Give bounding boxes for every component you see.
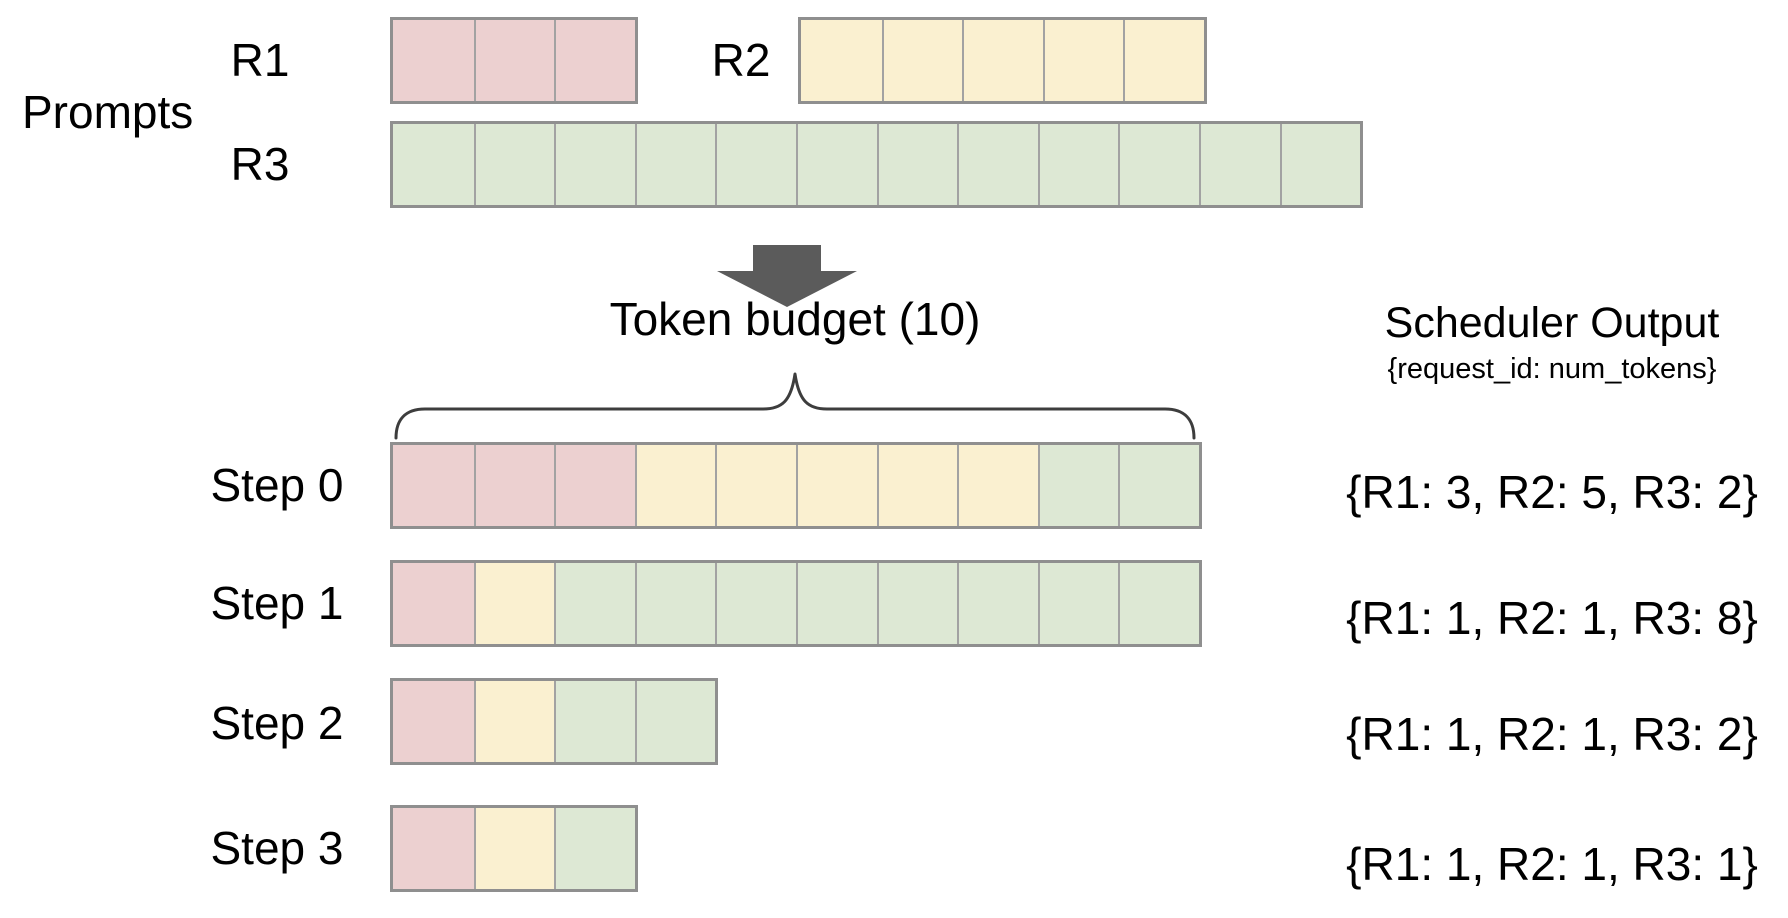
token-cell-r3	[634, 563, 716, 644]
token-cell-r2	[473, 681, 555, 762]
scheduler-output-line-3: {R1: 1, R2: 1, R3: 1}	[1346, 838, 1758, 890]
token-cell-r3	[795, 124, 877, 205]
token-budget-brace	[394, 372, 1196, 440]
token-cell-r1	[393, 563, 474, 644]
token-cell-r3	[876, 563, 958, 644]
token-cell-r1	[473, 445, 555, 526]
token-cell-r3	[1118, 124, 1199, 205]
token-cell-r3	[473, 124, 555, 205]
token-cell-r3	[393, 124, 474, 205]
token-cell-r2	[795, 445, 877, 526]
token-cell-r3	[715, 563, 796, 644]
token-cell-r1	[554, 445, 635, 526]
token-cell-r3	[1037, 445, 1119, 526]
step-0-label: Step 0	[210, 459, 344, 511]
scheduler-output-line-2: {R1: 1, R2: 1, R3: 2}	[1346, 708, 1758, 760]
token-cell-r3	[634, 124, 716, 205]
token-cell-r2	[473, 563, 555, 644]
step-1-label: Step 1	[210, 577, 344, 629]
token-cell-r3	[554, 681, 635, 762]
token-cell-r3	[795, 563, 877, 644]
token-cell-r2	[473, 808, 555, 889]
token-cell-r3	[554, 563, 635, 644]
token-cell-r2	[876, 445, 958, 526]
step-2-row	[390, 678, 719, 765]
token-cell-r1	[393, 681, 474, 762]
token-cell-r1	[393, 445, 474, 526]
token-cell-r1	[393, 20, 474, 101]
scheduler-output-title: Scheduler Output	[1384, 299, 1720, 347]
token-cell-r3	[957, 563, 1038, 644]
token-cell-r3	[1118, 563, 1199, 644]
step-3-row	[390, 805, 638, 892]
token-cell-r3	[1037, 124, 1119, 205]
step-0-row	[390, 442, 1202, 529]
token-cell-r3	[1118, 445, 1199, 526]
token-cell-r3	[1279, 124, 1361, 205]
scheduler-output-line-0: {R1: 3, R2: 5, R3: 2}	[1346, 466, 1758, 518]
token-budget-label: Token budget (10)	[609, 293, 981, 345]
step-2-label: Step 2	[210, 697, 344, 749]
token-cell-r2	[962, 20, 1043, 101]
prompt-row-r1	[390, 17, 638, 104]
token-cell-r2	[634, 445, 716, 526]
step-3-label: Step 3	[210, 822, 344, 874]
down-arrow-icon	[717, 245, 857, 307]
token-cell-r3	[634, 681, 716, 762]
scheduler-output-subtitle: {request_id: num_tokens}	[1387, 353, 1717, 385]
token-cell-r3	[715, 124, 796, 205]
token-cell-r3	[1198, 124, 1280, 205]
prompts-label: Prompts	[22, 86, 194, 138]
token-cell-r1	[393, 808, 474, 889]
prompt-row-r3	[390, 121, 1364, 208]
token-cell-r3	[554, 124, 635, 205]
token-cell-r1	[554, 20, 635, 101]
token-cell-r2	[957, 445, 1038, 526]
token-cell-r1	[473, 20, 555, 101]
token-cell-r3	[876, 124, 958, 205]
prompt-r1-label: R1	[230, 34, 290, 86]
token-cell-r3	[554, 808, 635, 889]
token-cell-r2	[715, 445, 796, 526]
token-cell-r2	[1042, 20, 1124, 101]
token-cell-r3	[1037, 563, 1119, 644]
token-cell-r2	[1123, 20, 1204, 101]
prompt-r3-label: R3	[230, 138, 290, 190]
step-1-row	[390, 560, 1202, 647]
token-cell-r2	[881, 20, 963, 101]
scheduler-output-line-1: {R1: 1, R2: 1, R3: 8}	[1346, 592, 1758, 644]
token-cell-r2	[801, 20, 882, 101]
prompt-r2-label: R2	[711, 34, 771, 86]
token-cell-r3	[957, 124, 1038, 205]
prompt-row-r2	[798, 17, 1207, 104]
